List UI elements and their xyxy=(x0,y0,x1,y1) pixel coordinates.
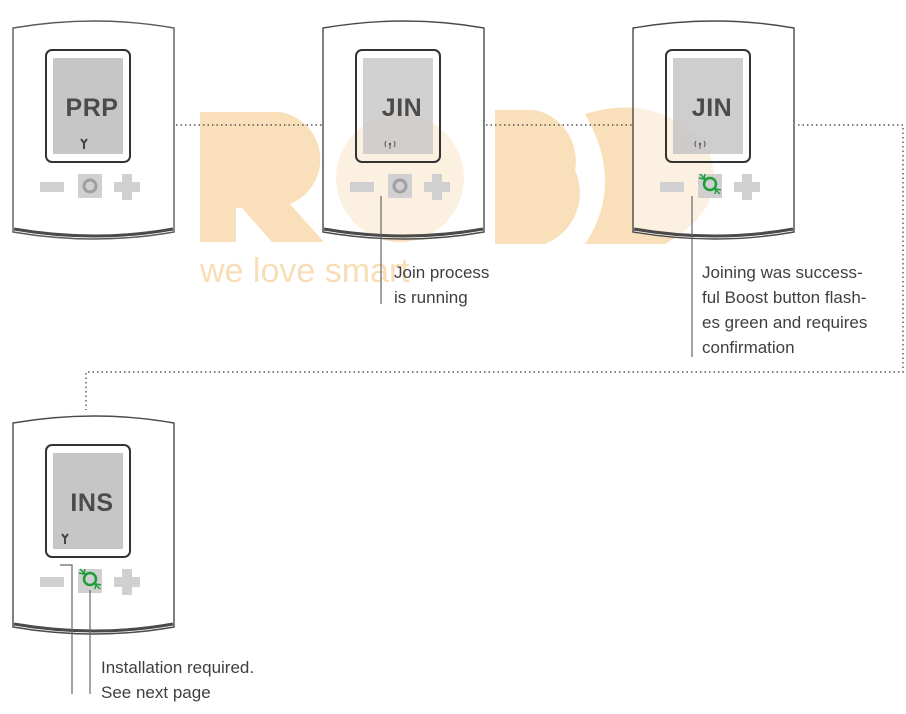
lcd-screen xyxy=(53,58,123,154)
thermostat-device-jin-success: JIN xyxy=(630,16,795,240)
watermark-slogan: we love smart xyxy=(199,252,410,290)
caption-line: See next page xyxy=(101,683,211,702)
lcd-screen xyxy=(53,453,123,549)
boost-flash-indicator xyxy=(702,176,718,192)
lcd-code-text: JIN xyxy=(381,94,423,122)
minus-button xyxy=(350,182,374,192)
radio-signal-icon xyxy=(384,140,396,149)
boost-button xyxy=(78,174,102,198)
caption-line: ful Boost button flash- xyxy=(702,288,867,307)
lcd-code-text: JIN xyxy=(691,94,733,122)
minus-button xyxy=(40,577,64,587)
caption-line: es green and requires xyxy=(702,313,868,332)
caption-line: Join process xyxy=(394,263,490,282)
caption-line: Installation required. xyxy=(101,658,255,677)
minus-button xyxy=(40,182,64,192)
boost-button xyxy=(388,174,412,198)
lcd-code-text: INS xyxy=(70,489,114,517)
thermostat-device-ins: INS xyxy=(10,411,175,635)
lcd-screen xyxy=(673,58,743,154)
thermostat-device-jin-running: JIN xyxy=(320,16,485,240)
callout-line xyxy=(60,564,73,694)
flow-connector xyxy=(85,124,904,410)
caption-line: Joining was success- xyxy=(702,263,863,282)
caption-join-running: Join process is running xyxy=(394,260,489,310)
caption-installation: Installation required. See next page xyxy=(101,655,254,705)
boost-flash-indicator xyxy=(82,571,98,587)
radio-signal-icon xyxy=(694,140,706,149)
minus-button xyxy=(660,182,684,192)
lcd-code-text: PRP xyxy=(65,94,119,122)
caption-join-success: Joining was success- ful Boost button fl… xyxy=(702,260,867,360)
wrench-icon xyxy=(80,138,88,149)
caption-line: is running xyxy=(394,288,468,307)
wrench-icon xyxy=(61,533,69,544)
caption-line: confirmation xyxy=(702,338,795,357)
thermostat-device-prp: PRP xyxy=(10,16,175,240)
lcd-screen xyxy=(363,58,433,154)
